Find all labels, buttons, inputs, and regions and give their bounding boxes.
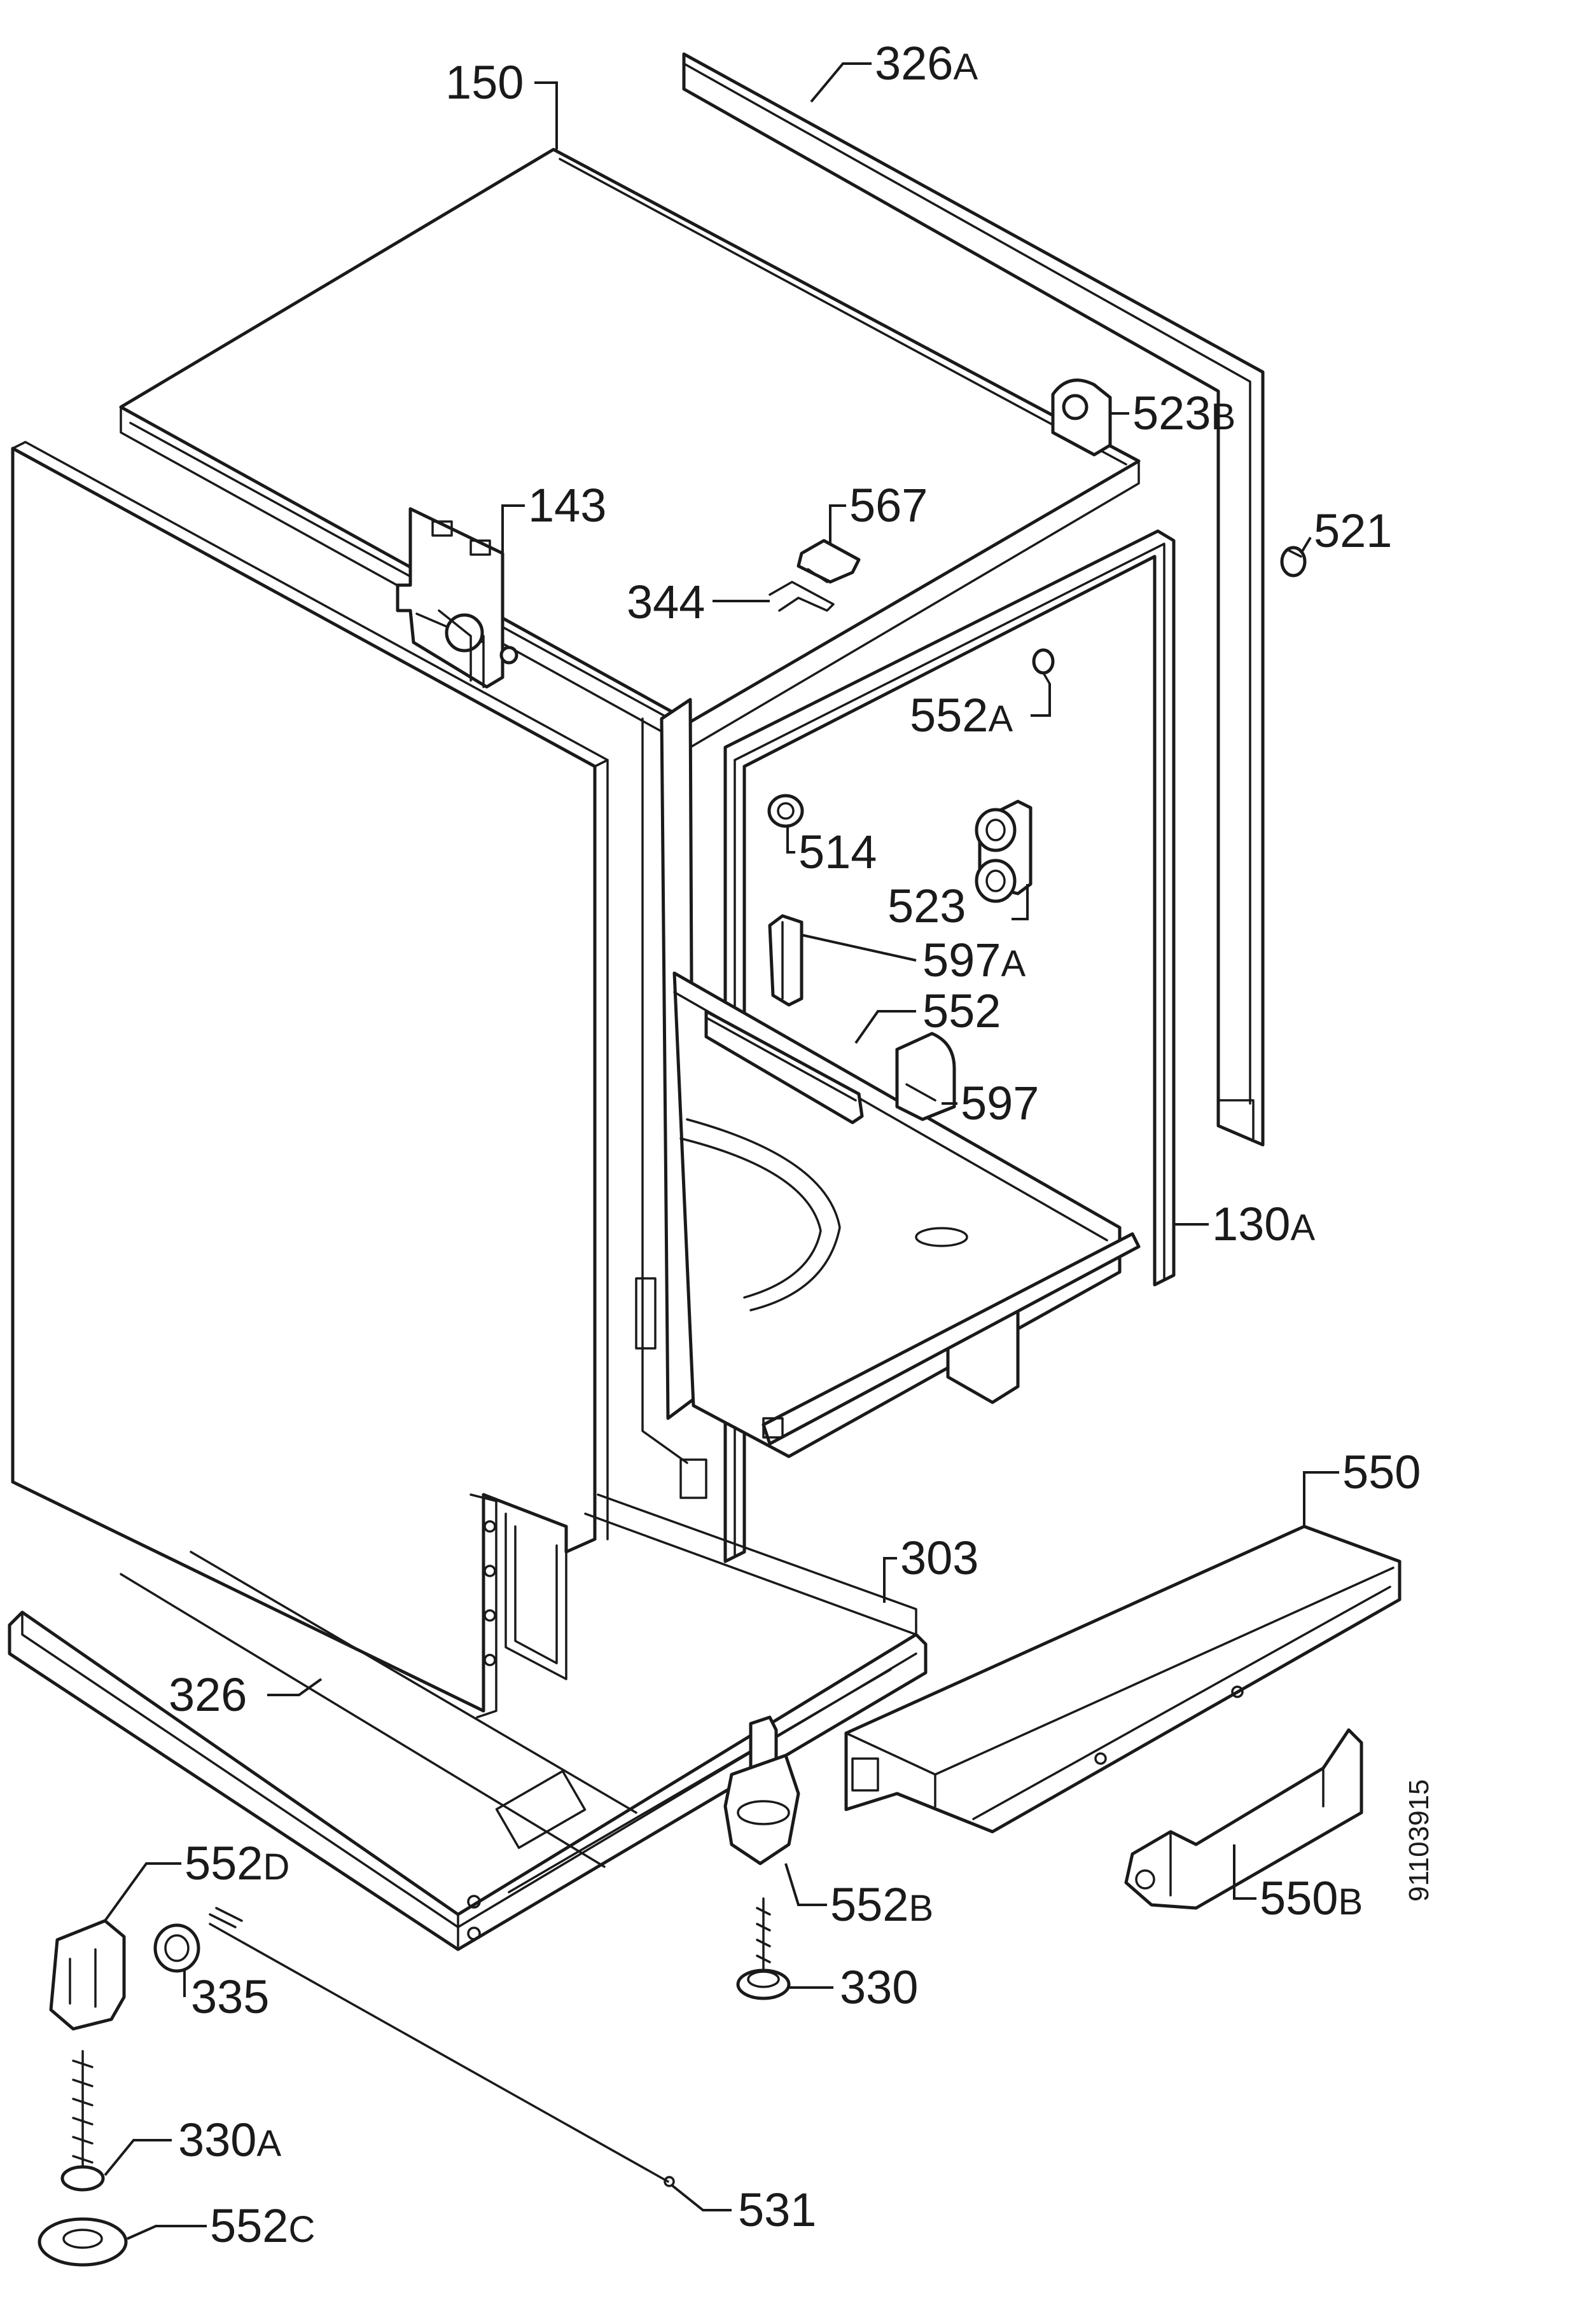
hinge-143 [396, 507, 518, 689]
callout-531: 531 [738, 2183, 816, 2236]
callout-552A: 552A [910, 689, 1013, 742]
screw-552A [1032, 648, 1055, 685]
callout-130A: 130A [1212, 1198, 1315, 1250]
callout-552: 552 [922, 985, 1001, 1037]
callout-552C: 552C [210, 2199, 315, 2252]
rail-550 [844, 1525, 1402, 1834]
bracket-550B [1124, 1728, 1363, 1910]
cabinet-body [635, 529, 1176, 1563]
foot-pad-552C [38, 2217, 128, 2267]
callout-150: 150 [445, 56, 524, 109]
callout-514: 514 [798, 826, 877, 878]
callout-567: 567 [849, 479, 928, 532]
bracket-523B [1051, 378, 1112, 457]
leader-lines [104, 62, 1339, 2240]
callout-552D: 552D [184, 1837, 289, 1890]
rod-531 [209, 1907, 675, 2187]
callout-344: 344 [627, 576, 705, 628]
callout-523: 523 [887, 880, 966, 932]
callout-330A: 330A [178, 2113, 281, 2166]
callout-550B: 550B [1260, 1872, 1363, 1925]
callout-523B: 523B [1132, 387, 1235, 439]
callout-326: 326 [169, 1668, 247, 1721]
clip-597 [895, 1032, 956, 1121]
cap-514 [767, 794, 804, 828]
callout-597: 597 [961, 1077, 1039, 1130]
callout-552B: 552B [830, 1878, 933, 1931]
callout-143: 143 [528, 479, 606, 532]
foot-552D [49, 1919, 126, 2031]
screw-330 [736, 1897, 791, 2000]
spring-344 [769, 581, 835, 612]
callout-303: 303 [900, 1532, 978, 1584]
adjuster-552B [723, 1715, 800, 1865]
callout-330: 330 [840, 1961, 918, 2014]
screw-330A [60, 2050, 105, 2192]
document-id: 91103915 [1403, 1780, 1435, 1902]
callout-550: 550 [1342, 1446, 1421, 1498]
rail-552 [704, 1009, 864, 1124]
side-panel-326 [11, 441, 609, 1719]
nut-335 [153, 1923, 200, 1973]
clip-567 [796, 539, 861, 584]
callout-326A: 326A [875, 37, 978, 90]
plug-521 [1280, 546, 1307, 578]
rollers-523 [975, 799, 1033, 903]
callout-597A: 597A [922, 934, 1026, 986]
back-panel-326A [682, 52, 1265, 1147]
callout-335: 335 [191, 1970, 269, 2023]
callout-521: 521 [1314, 504, 1392, 557]
guide-597A [768, 914, 803, 1007]
